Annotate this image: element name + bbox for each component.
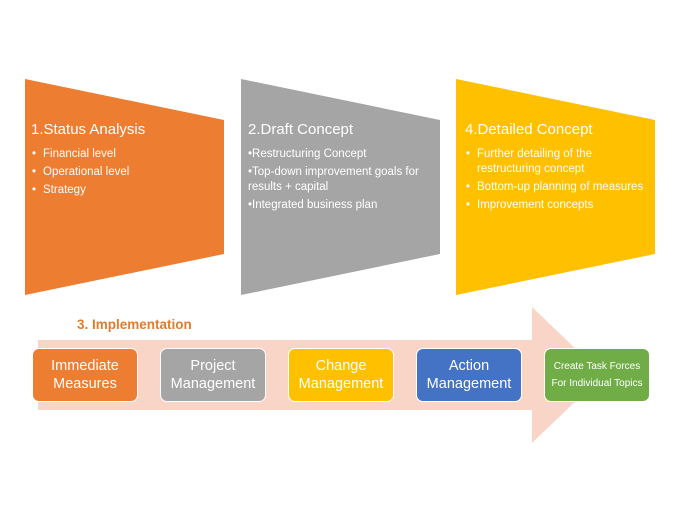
draft-concept-item: •Integrated business plan	[248, 199, 378, 211]
change-management-box: Change Management	[288, 348, 394, 402]
draft-concept-title: 2.Draft Concept	[248, 121, 354, 138]
detailed-concept-item: Further detailing of the restructuring c…	[465, 147, 645, 177]
detailed-concept-title: 4.Detailed Concept	[465, 121, 593, 138]
draft-concept-item: •Top-down improvement goals for results …	[248, 166, 419, 193]
detailed-concept-item: Bottom-up planning of measures	[465, 180, 645, 195]
action-management-box: Action Management	[416, 348, 522, 402]
draft-concept-text: 2.Draft Concept •Restructuring Concept •…	[248, 121, 433, 216]
status-analysis-text: 1.Status Analysis Financial level Operat…	[31, 121, 216, 201]
immediate-measures-box: Immediate Measures	[32, 348, 138, 402]
draft-concept-list: •Restructuring Concept •Top-down improve…	[248, 147, 433, 213]
task-forces-box: Create Task Forces For Individual Topics	[544, 348, 650, 402]
detailed-concept-item: Improvement concepts	[465, 198, 645, 213]
status-analysis-list: Financial level Operational level Strate…	[31, 147, 216, 198]
project-management-box: Project Management	[160, 348, 266, 402]
status-analysis-item: Strategy	[31, 183, 216, 198]
status-analysis-title: 1.Status Analysis	[31, 121, 146, 138]
detailed-concept-list: Further detailing of the restructuring c…	[465, 147, 645, 213]
draft-concept-item: •Restructuring Concept	[248, 148, 367, 160]
status-analysis-item: Operational level	[31, 165, 216, 180]
detailed-concept-text: 4.Detailed Concept Further detailing of …	[465, 121, 645, 216]
implementation-title: 3. Implementation	[77, 317, 192, 332]
status-analysis-item: Financial level	[31, 147, 216, 162]
draft-concept-panel	[241, 79, 440, 295]
